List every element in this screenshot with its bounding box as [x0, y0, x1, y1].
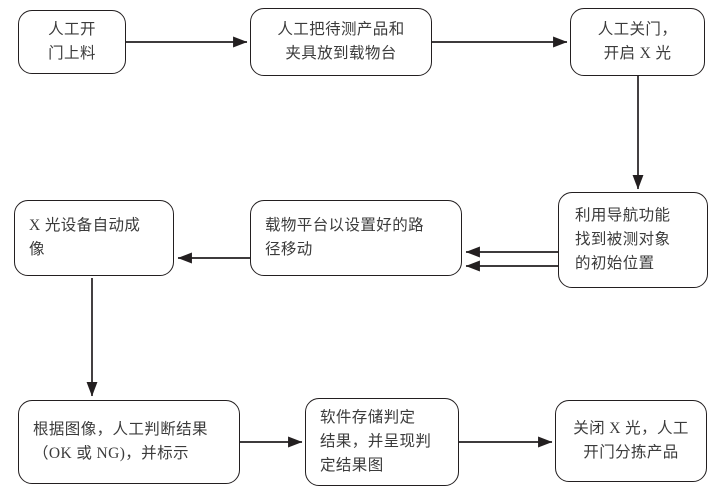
- node-stage-move-path[interactable]: 载物平台以设置好的路 径移动: [250, 200, 462, 276]
- node-xray-auto-imaging-label: X 光设备自动成 像: [29, 216, 141, 258]
- node-close-door-start-xray[interactable]: 人工关门， 开启 X 光: [570, 8, 705, 76]
- node-navigate-find-target[interactable]: 利用导航功能 找到被测对象 的初始位置: [558, 192, 708, 288]
- node-close-xray-sort-product-label: 关闭 X 光，人工 开门分拣产品: [573, 419, 689, 461]
- node-open-door-label: 人工开 门上料: [48, 20, 96, 62]
- node-close-xray-sort-product[interactable]: 关闭 X 光，人工 开门分拣产品: [555, 400, 707, 482]
- node-software-store-result[interactable]: 软件存储判定 结果，并呈现判 定结果图: [305, 398, 459, 486]
- node-open-door[interactable]: 人工开 门上料: [18, 10, 126, 74]
- node-stage-move-path-label: 载物平台以设置好的路 径移动: [265, 216, 425, 258]
- node-load-fixture-label: 人工把待测产品和 夹具放到载物台: [277, 20, 405, 62]
- node-load-fixture[interactable]: 人工把待测产品和 夹具放到载物台: [250, 8, 432, 76]
- node-xray-auto-imaging[interactable]: X 光设备自动成 像: [14, 200, 174, 276]
- node-manual-judgement-label: 根据图像，人工判断结果 （OK 或 NG)，并标示: [33, 420, 208, 462]
- node-software-store-result-label: 软件存储判定 结果，并呈现判 定结果图: [320, 408, 432, 474]
- node-close-door-start-xray-label: 人工关门， 开启 X 光: [597, 20, 678, 62]
- node-navigate-find-target-label: 利用导航功能 找到被测对象 的初始位置: [575, 206, 671, 272]
- node-manual-judgement[interactable]: 根据图像，人工判断结果 （OK 或 NG)，并标示: [18, 400, 240, 484]
